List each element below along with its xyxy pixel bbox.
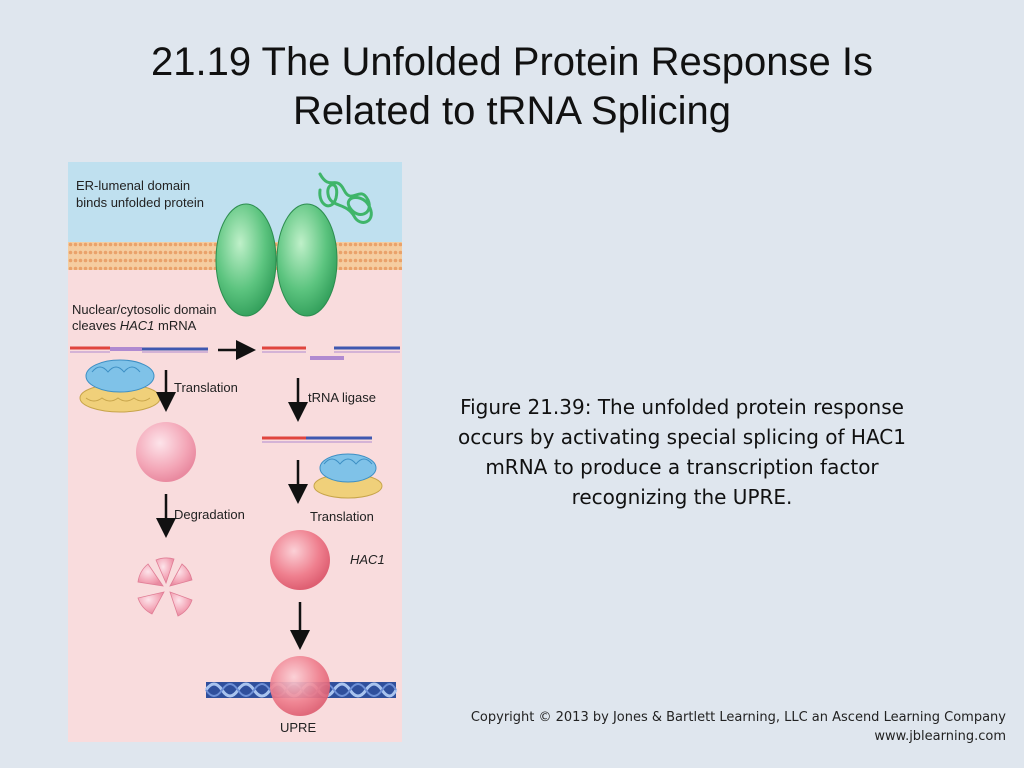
cleaved-mrna-fragments	[262, 346, 400, 360]
publisher-url: www.jblearning.com	[874, 729, 1006, 744]
upr-diagram: ER-lumenal domain binds unfolded protein…	[68, 162, 402, 742]
unfolded-protein	[318, 172, 373, 224]
spliced-hac1-mrna	[262, 436, 372, 443]
receptor-right	[276, 203, 338, 317]
slide-title-line-2: Related to tRNA Splicing	[292, 89, 731, 133]
caption-line-3: mRNA to produce a transcription factor	[485, 455, 879, 479]
unspliced-protein	[136, 422, 196, 482]
degraded-protein-fragments	[137, 557, 193, 617]
unspliced-hac1-mrna	[70, 346, 208, 353]
ribosome-right	[313, 453, 383, 499]
upre-label: UPRE	[280, 720, 316, 735]
caption-line-1: Figure 21.39: The unfolded protein respo…	[460, 395, 904, 419]
nuclear-domain-label-2: cleaves HAC1 mRNA	[72, 318, 197, 333]
hac1-protein	[270, 530, 330, 590]
receptor-left	[215, 203, 277, 317]
figure-caption: Figure 21.39: The unfolded protein respo…	[440, 392, 924, 512]
er-domain-label-1: ER-lumenal domain	[76, 178, 190, 193]
right-translation-label: Translation	[310, 509, 374, 524]
degradation-label: Degradation	[174, 507, 245, 522]
trna-ligase-label: tRNA ligase	[308, 390, 376, 405]
copyright-line: Copyright © 2013 by Jones & Bartlett Lea…	[470, 710, 1006, 725]
slide-title-line-1: 21.19 The Unfolded Protein Response Is	[151, 40, 873, 84]
nuclear-domain-label-1: Nuclear/cytosolic domain	[72, 302, 217, 317]
left-translation-label: Translation	[174, 380, 238, 395]
caption-line-2: occurs by activating special splicing of…	[457, 425, 906, 449]
ribosome-left	[79, 359, 161, 413]
upr-figure: ER-lumenal domain binds unfolded protein…	[68, 162, 402, 742]
slide-title: 21.19 The Unfolded Protein Response Is R…	[40, 38, 984, 136]
hac1-bound-to-upre	[270, 656, 330, 716]
copyright-notice: Copyright © 2013 by Jones & Bartlett Lea…	[471, 708, 1006, 746]
caption-line-4: recognizing the UPRE.	[571, 485, 793, 509]
hac1-label: HAC1	[350, 552, 385, 567]
er-domain-label-2: binds unfolded protein	[76, 195, 204, 210]
